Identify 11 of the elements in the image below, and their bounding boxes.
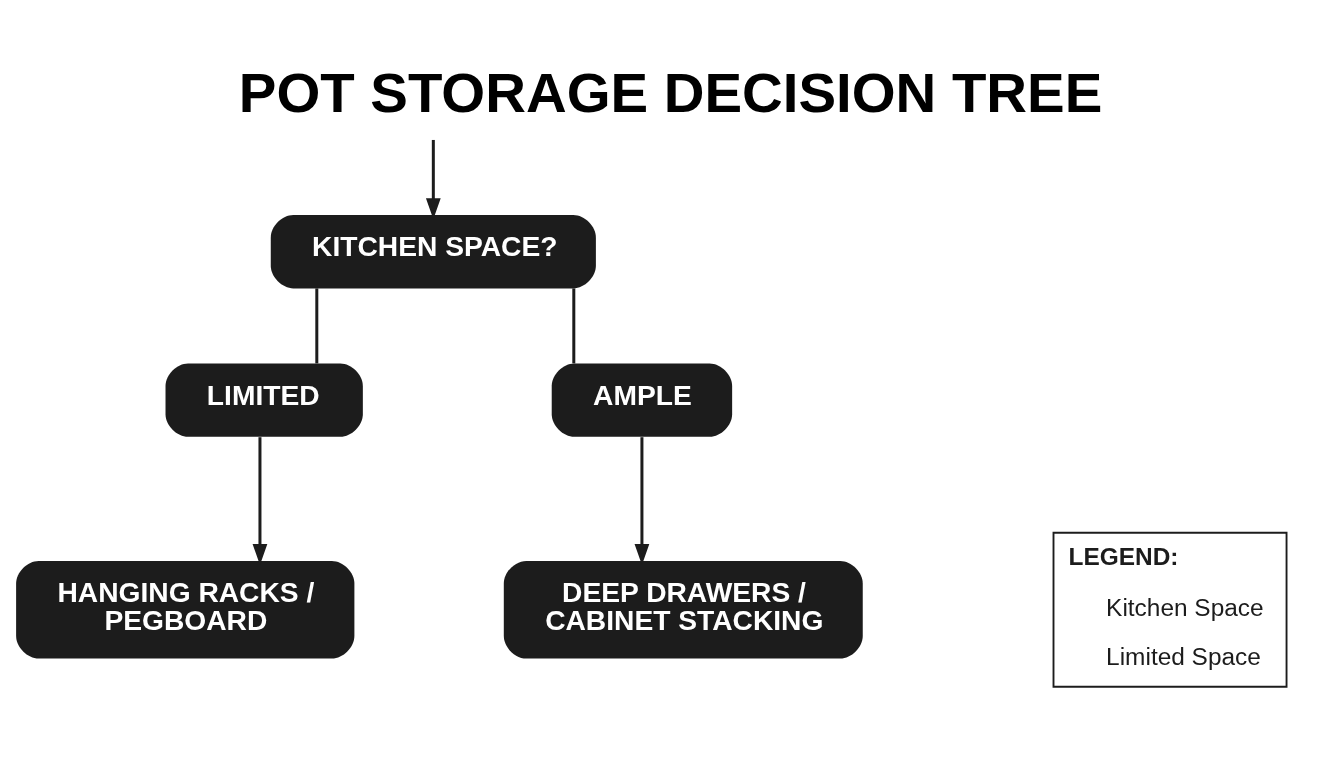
node-box: DEEP DRAWERS / CABINET STACKING xyxy=(503,560,863,659)
connector xyxy=(315,287,319,363)
node-box: HANGING RACKS / PEGBOARD xyxy=(16,560,355,659)
node-box: AMPLE xyxy=(551,363,733,437)
legend-label: Limited Space xyxy=(1106,642,1261,670)
diagram-title: POT STORAGE DECISION TREE xyxy=(238,60,1103,124)
node-box: LIMITED xyxy=(165,363,363,437)
legend-label: Kitchen Space xyxy=(1106,593,1264,621)
connector xyxy=(572,287,576,363)
node-box: KITCHEN SPACE? xyxy=(270,214,596,288)
label: LEGEND: xyxy=(1068,542,1179,570)
